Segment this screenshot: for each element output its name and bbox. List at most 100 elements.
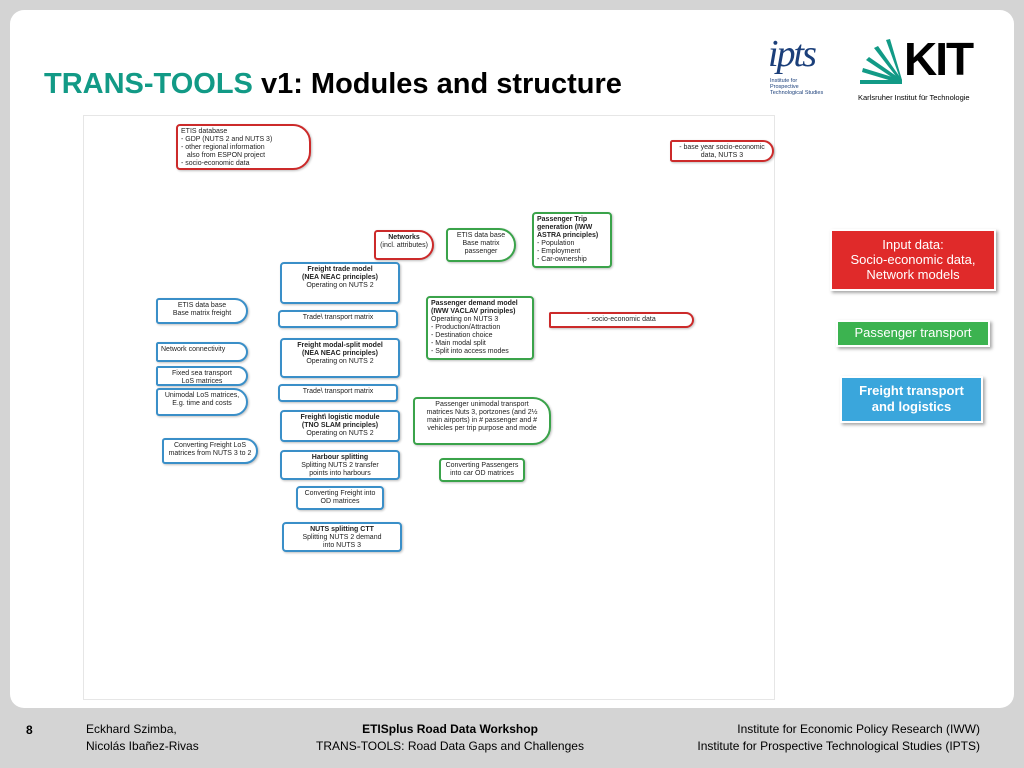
- module-box-line: Freight\ logistic module: [300, 414, 380, 421]
- module-box-line: Passenger demand model: [431, 300, 518, 307]
- module-box-line: - socio-economic data: [181, 160, 250, 167]
- module-box-line: Networks: [388, 234, 420, 241]
- page-number: 8: [26, 723, 33, 737]
- institute-line: Institute for Economic Policy Research (…: [737, 722, 980, 736]
- module-box-trade-matrix-1: Trade\ transport matrix: [278, 310, 398, 328]
- module-box-line: Network connectivity: [161, 346, 226, 353]
- module-box-line: data, NUTS 3: [700, 152, 744, 159]
- module-box-line: - GDP (NUTS 2 and NUTS 3): [181, 136, 273, 143]
- module-diagram: ETIS database- GDP (NUTS 2 and NUTS 3)- …: [83, 115, 775, 700]
- module-box-line: - Production/Attraction: [431, 324, 501, 331]
- module-box-line: - Split into access modes: [431, 348, 509, 355]
- legend-input-data: Input data: Socio-economic data, Network…: [830, 229, 996, 291]
- legend-line: Freight transport: [859, 383, 964, 398]
- module-box-line: Freight trade model: [307, 266, 373, 273]
- module-box-line: matrices Nuts 3, portzones (and 2½: [426, 409, 538, 416]
- module-box-line: main airports) in # passenger and #: [426, 417, 538, 424]
- module-box-line: Converting Passengers: [445, 462, 519, 469]
- module-box-line: Operating on NUTS 2: [306, 282, 374, 289]
- module-box-line: - Population: [537, 240, 575, 247]
- module-box-line: ETIS data base: [456, 232, 506, 239]
- footer-institutes: Institute for Economic Policy Research (…: [640, 721, 980, 755]
- module-box-line: (TNO SLAM principles): [301, 422, 379, 429]
- author-line: Nicolás Ibañez-Rivas: [86, 739, 199, 753]
- module-box-trade-matrix-2: Trade\ transport matrix: [278, 384, 398, 402]
- module-box-line: Passenger Trip: [537, 216, 588, 223]
- ipts-sub-line: Institute for: [770, 78, 798, 84]
- module-box-line: ETIS database: [181, 128, 228, 135]
- ipts-sub-line: Prospective: [770, 84, 799, 90]
- module-box-line: - base year socio-economic: [679, 144, 765, 151]
- module-box-line: (incl. attributes): [380, 242, 428, 249]
- module-box-line: Fixed sea transport: [172, 370, 232, 377]
- module-box-line: matrices from NUTS 3 to 2: [168, 450, 252, 457]
- module-box-pax-demand: Passenger demand model(IWW VACLAV princi…: [426, 296, 534, 360]
- footer-workshop: ETISplus Road Data Workshop TRANS-TOOLS:…: [290, 721, 610, 755]
- module-box-line: LoS matrices: [181, 378, 223, 385]
- module-box-line: - Car-ownership: [537, 256, 587, 263]
- module-box-line: Converting Freight LoS: [174, 442, 246, 449]
- module-box-line: Splitting NUTS 2 transfer: [301, 462, 379, 469]
- module-box-line: E.g. time and costs: [172, 400, 232, 407]
- module-box-line: ETIS data base: [177, 302, 227, 309]
- legend-line: Input data:: [882, 237, 944, 252]
- module-box-etis-db: ETIS database- GDP (NUTS 2 and NUTS 3)- …: [176, 124, 311, 170]
- slide: TRANS-TOOLS v1: Modules and structure ip…: [10, 10, 1014, 708]
- workshop-subtitle: TRANS-TOOLS: Road Data Gaps and Challeng…: [316, 739, 584, 753]
- module-box-line: into NUTS 3: [322, 542, 362, 549]
- module-box-line: (IWW VACLAV principles): [431, 308, 516, 315]
- legend-freight: Freight transport and logistics: [840, 376, 983, 423]
- module-box-line: also from ESPON project: [181, 152, 266, 159]
- module-box-line: Harbour splitting: [311, 454, 369, 461]
- module-box-line: into car OD matrices: [450, 470, 514, 477]
- module-box-networks: Networks(incl. attributes): [374, 230, 434, 260]
- module-box-line: NUTS splitting CTT: [310, 526, 374, 533]
- module-box-line: passenger: [464, 248, 498, 255]
- module-box-line: Freight modal-split model: [297, 342, 383, 349]
- module-box-line: - other regional information: [181, 144, 265, 151]
- legend-line: Socio-economic data,: [850, 252, 976, 267]
- legend-line: Network models: [866, 267, 960, 282]
- module-box-line: - Main modal split: [431, 340, 486, 347]
- kit-logo-mark: KIT: [904, 33, 974, 85]
- module-box-line: - socio-economic data: [587, 316, 656, 323]
- legend-passenger: Passenger transport: [836, 320, 990, 347]
- module-box-freight-logistic: Freight\ logistic module(TNO SLAM princi…: [280, 410, 400, 442]
- module-box-socio-data: - socio-economic data: [549, 312, 694, 328]
- module-box-line: generation (IWW: [537, 224, 593, 231]
- module-box-line: points into harbours: [309, 470, 371, 477]
- author-line: Eckhard Szimba,: [86, 722, 177, 736]
- institute-line: Institute for Prospective Technological …: [697, 739, 980, 753]
- module-box-line: ASTRA principles): [537, 232, 599, 239]
- footer-authors: Eckhard Szimba, Nicolás Ibañez-Rivas: [86, 721, 199, 755]
- ipts-sub-line: Technological Studies: [770, 90, 824, 96]
- module-box-line: Operating on NUTS 2: [306, 358, 374, 365]
- module-box-line: (NEA NEAC principles): [302, 350, 378, 357]
- kit-fan-icon: [860, 39, 902, 84]
- module-box-freight-modal: Freight modal-split model(NEA NEAC princ…: [280, 338, 400, 378]
- module-box-line: (NEA NEAC principles): [302, 274, 378, 281]
- module-box-network-conn: Network connectivity: [156, 342, 248, 362]
- module-box-line: Operating on NUTS 2: [306, 430, 374, 437]
- ipts-logo-mark: ipts: [768, 33, 817, 75]
- module-box-line: - Employment: [537, 248, 581, 255]
- workshop-title: ETISplus Road Data Workshop: [362, 722, 538, 736]
- module-box-line: - Destination choice: [431, 332, 493, 339]
- kit-logo: KIT Karlsruher Institut für Technologie: [856, 33, 986, 106]
- module-box-line: Passenger unimodal transport: [435, 401, 529, 408]
- module-box-unimodal-los: Unimodal LoS matrices,E.g. time and cost…: [156, 388, 248, 416]
- module-box-freight-trade: Freight trade model(NEA NEAC principles)…: [280, 262, 400, 304]
- module-box-line: OD matrices: [320, 498, 360, 505]
- module-box-line: Unimodal LoS matrices,: [164, 392, 240, 399]
- module-box-line: Trade\ transport matrix: [302, 314, 374, 321]
- module-box-line: Trade\ transport matrix: [302, 388, 374, 395]
